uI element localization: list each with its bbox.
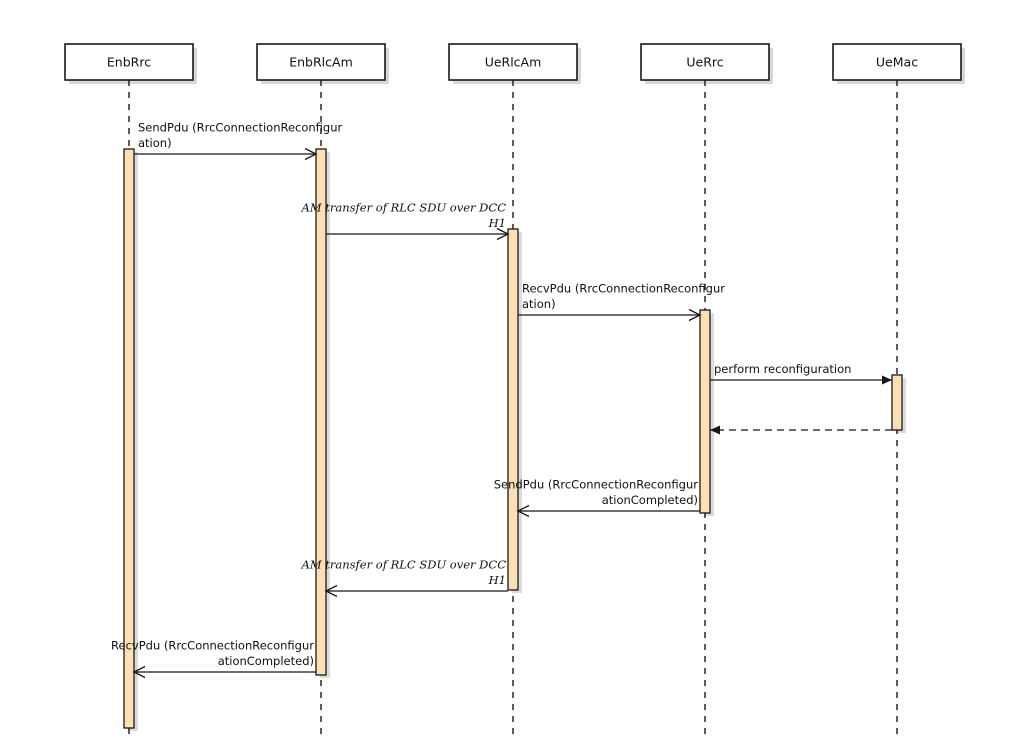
arrowhead-open-m6 bbox=[516, 504, 530, 518]
participant-label-uerlcam: UeRlcAm bbox=[485, 55, 542, 70]
message-m5 bbox=[710, 425, 892, 435]
participant-label-enbrrc: EnbRrc bbox=[107, 55, 151, 70]
message-label-m1-line2: ation) bbox=[138, 136, 172, 150]
message-label-m2-line2: H1 bbox=[488, 216, 506, 230]
activation-bar-enbrlcam bbox=[315, 148, 327, 676]
message-label-m7-line2: H1 bbox=[488, 573, 506, 587]
arrowhead-open-m7 bbox=[324, 584, 338, 598]
participant-box-enbrlcam[interactable] bbox=[256, 43, 386, 81]
message-label-m6-line2: ationCompleted) bbox=[602, 493, 698, 507]
message-label-m4-line1: perform reconfiguration bbox=[714, 362, 851, 376]
message-m8: RecvPdu (RrcConnectionReconfigurationCom… bbox=[111, 639, 316, 679]
activation-layer bbox=[123, 148, 903, 729]
participant-box-enbrrc[interactable] bbox=[64, 43, 194, 81]
arrowhead-open-m8 bbox=[132, 665, 146, 679]
message-m6: SendPdu (RrcConnectionReconfigurationCom… bbox=[494, 478, 700, 518]
participant-box-uerlcam[interactable] bbox=[448, 43, 578, 81]
participant-layer: EnbRrc EnbRlcAm UeRlcAm UeRrc UeMac bbox=[64, 43, 962, 81]
message-label-m8-line1: RecvPdu (RrcConnectionReconfigur bbox=[111, 639, 314, 653]
activation-bar-enbrrc bbox=[123, 148, 135, 729]
activation-bar-uerlcam bbox=[507, 228, 519, 591]
arrowhead-solid-m4 bbox=[882, 375, 892, 385]
activation-bar-uerrc bbox=[699, 309, 711, 514]
message-layer: SendPdu (RrcConnectionReconfiguration)AM… bbox=[111, 121, 892, 679]
participant-box-uemac[interactable] bbox=[832, 43, 962, 81]
arrowhead-open-m1 bbox=[304, 147, 318, 161]
arrowhead-open-m3 bbox=[688, 308, 702, 322]
arrowhead-open-m2 bbox=[496, 227, 510, 241]
activation-bar-uemac bbox=[891, 374, 903, 431]
message-label-m1-line1: SendPdu (RrcConnectionReconfigur bbox=[138, 121, 343, 135]
participant-box-uerrc[interactable] bbox=[640, 43, 770, 81]
arrowhead-solid-m5 bbox=[710, 425, 720, 435]
message-label-m3-line1: RecvPdu (RrcConnectionReconfigur bbox=[522, 282, 725, 296]
message-label-m6-line1: SendPdu (RrcConnectionReconfigur bbox=[494, 478, 699, 492]
message-label-m8-line2: ationCompleted) bbox=[218, 654, 314, 668]
participant-label-uemac: UeMac bbox=[876, 55, 918, 70]
participant-label-enbrlcam: EnbRlcAm bbox=[289, 55, 353, 70]
message-label-m3-line2: ation) bbox=[522, 297, 556, 311]
message-label-m2-line1: AM transfer of RLC SDU over DCC bbox=[301, 201, 507, 215]
message-label-m7-line1: AM transfer of RLC SDU over DCC bbox=[301, 558, 507, 572]
participant-label-uerrc: UeRrc bbox=[686, 55, 723, 70]
message-m4: perform reconfiguration bbox=[710, 362, 892, 385]
